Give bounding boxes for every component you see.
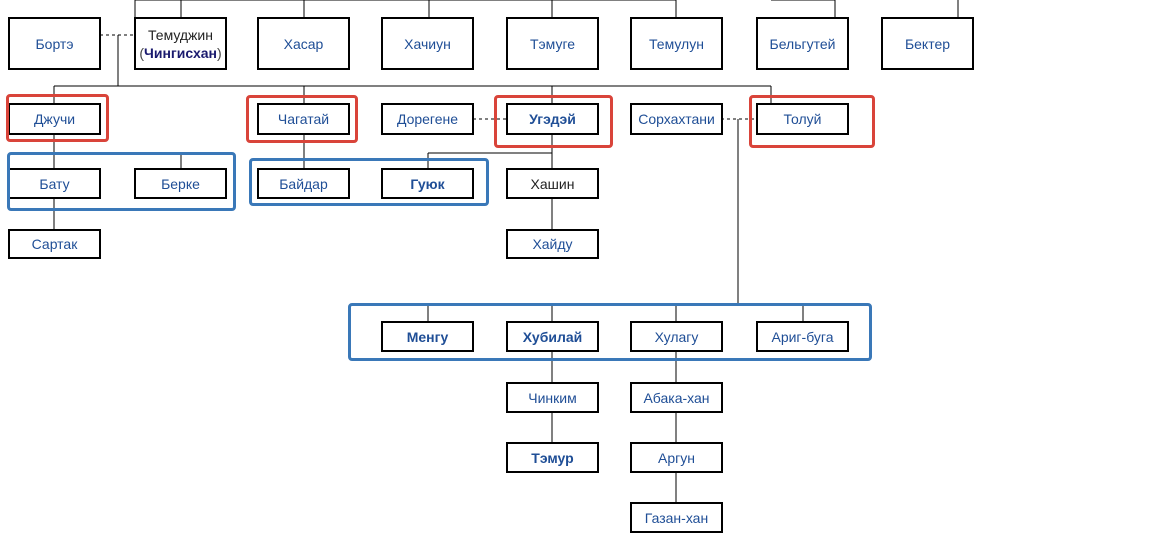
- person-batu[interactable]: Бату: [8, 168, 101, 199]
- person-name: Чинким: [528, 389, 577, 406]
- person-sartaq[interactable]: Сартак: [8, 229, 101, 259]
- person-khasar[interactable]: Хасар: [257, 17, 350, 70]
- person-belgutei[interactable]: Бельгутей: [756, 17, 849, 70]
- person-kaidu[interactable]: Хайду: [506, 229, 599, 259]
- person-name: Сорхахтани: [638, 111, 715, 127]
- person-ogedei[interactable]: Угэдэй: [506, 103, 599, 135]
- person-name: Джучи: [33, 111, 76, 127]
- person-name: Хашин: [530, 175, 575, 192]
- person-khachiun[interactable]: Хачиун: [381, 17, 474, 70]
- person-berke[interactable]: Берке: [134, 168, 227, 199]
- person-ghazan[interactable]: Газан-хан: [630, 502, 723, 533]
- person-name: Хачиун: [404, 35, 451, 52]
- person-temur[interactable]: Тэмур: [506, 442, 599, 473]
- person-name: Толуй: [783, 111, 822, 127]
- person-name: Хубилай: [522, 328, 583, 345]
- person-name: Менгу: [406, 328, 449, 345]
- person-name: Бектер: [904, 35, 951, 52]
- person-name: Темуджин: [148, 26, 213, 43]
- paren-close: ): [216, 44, 222, 61]
- person-tolui[interactable]: Толуй: [756, 103, 849, 135]
- person-temulun[interactable]: Темулун: [630, 17, 723, 70]
- person-chagatai[interactable]: Чагатай: [257, 103, 350, 135]
- person-abaqa[interactable]: Абака-хан: [630, 382, 723, 413]
- person-mongke[interactable]: Менгу: [381, 321, 474, 352]
- person-ariqboke[interactable]: Ариг-буга: [756, 321, 849, 352]
- person-name: Бельгутей: [769, 35, 836, 52]
- person-name: Тэмур: [531, 449, 574, 466]
- person-name: Бату: [39, 175, 70, 192]
- person-name: Бортэ: [35, 35, 74, 52]
- person-name: Берке: [161, 175, 200, 192]
- person-baidar[interactable]: Байдар: [257, 168, 350, 199]
- person-name: Сартак: [31, 236, 78, 252]
- person-arghun[interactable]: Аргун: [630, 442, 723, 473]
- person-kublai[interactable]: Хубилай: [506, 321, 599, 352]
- person-name: Хайду: [532, 236, 573, 252]
- person-name: Хасар: [283, 35, 324, 52]
- person-toregene[interactable]: Дорегене: [381, 103, 474, 135]
- person-hulagu[interactable]: Хулагу: [630, 321, 723, 352]
- person-name: Тэмуге: [529, 35, 576, 52]
- person-guyuk[interactable]: Гуюк: [381, 168, 474, 199]
- person-temuge[interactable]: Тэмуге: [506, 17, 599, 70]
- person-khashin[interactable]: Хашин: [506, 168, 599, 199]
- person-zhenjin[interactable]: Чинким: [506, 382, 599, 413]
- person-name: Угэдэй: [529, 111, 576, 127]
- genghis-khan-link[interactable]: Чингисхан: [144, 44, 217, 61]
- paren-open: (: [139, 44, 145, 61]
- person-name: Абака-хан: [643, 389, 710, 406]
- person-sorghaghtani[interactable]: Сорхахтани: [630, 103, 723, 135]
- person-temujin[interactable]: Темуджин (Чингисхан): [134, 17, 227, 70]
- person-name: Гуюк: [410, 175, 445, 192]
- person-name: Чагатай: [277, 111, 330, 127]
- person-name: Газан-хан: [644, 509, 709, 526]
- person-borte[interactable]: Бортэ: [8, 17, 101, 70]
- person-name: Аргун: [658, 449, 695, 466]
- person-name: Байдар: [279, 175, 328, 192]
- person-name: Темулун: [649, 35, 704, 52]
- person-jochi[interactable]: Джучи: [8, 103, 101, 135]
- person-name: Ариг-буга: [771, 328, 834, 345]
- person-bekter[interactable]: Бектер: [881, 17, 974, 70]
- person-name: Хулагу: [654, 328, 699, 345]
- person-name: Дорегене: [396, 111, 459, 127]
